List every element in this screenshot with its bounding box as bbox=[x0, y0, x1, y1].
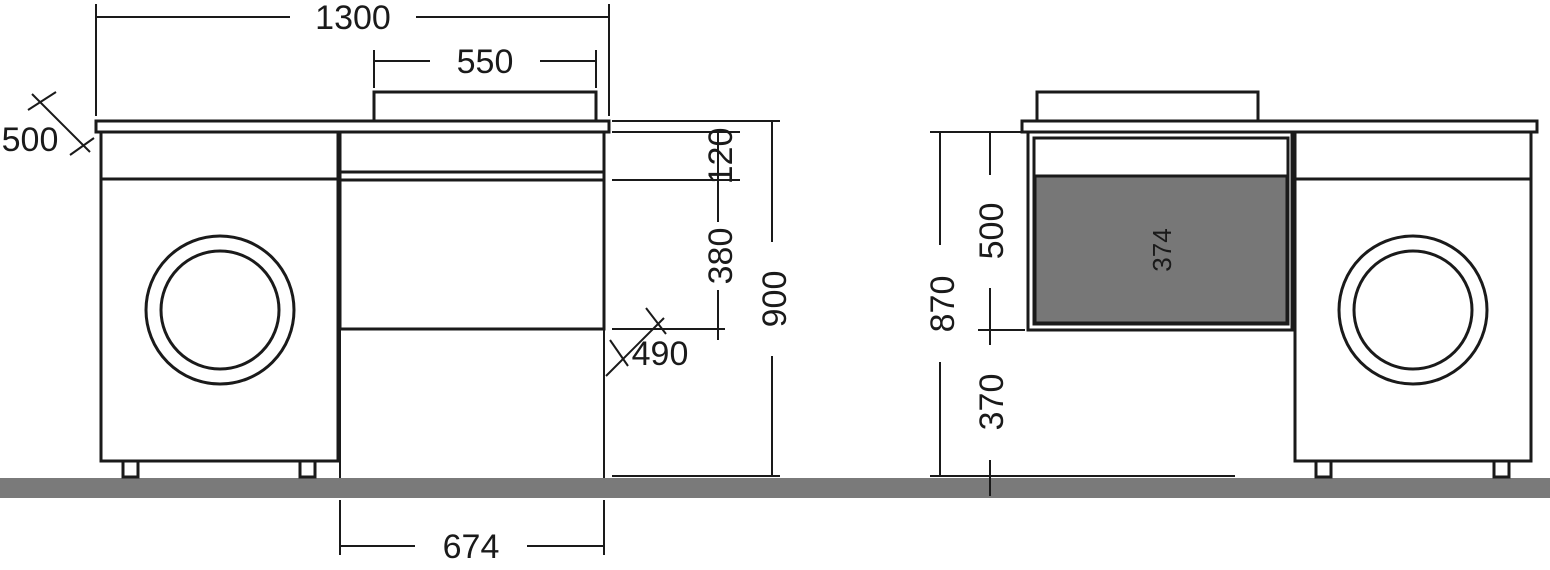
dim-side-leg-height: 370 bbox=[973, 374, 1011, 496]
side-washing-machine bbox=[1293, 130, 1533, 463]
washing-machine bbox=[99, 130, 340, 463]
washing-machine-door-outer bbox=[144, 234, 296, 386]
dim-sink-width: 550 bbox=[373, 43, 597, 88]
dim-side-drawer-height: 500 bbox=[973, 132, 1011, 345]
floor bbox=[0, 478, 1550, 498]
side-view: 374 870 500 370 bbox=[924, 90, 1539, 496]
dim-drawer-label: 380 bbox=[702, 228, 740, 285]
dim-total-width: 1300 bbox=[95, 0, 610, 116]
dim-side-drawer-height-label: 500 bbox=[973, 203, 1011, 260]
washing-machine-foot-right bbox=[298, 459, 317, 479]
dim-drawer-top-label: 120 bbox=[702, 128, 740, 185]
dim-total-width-label: 1300 bbox=[315, 0, 391, 37]
dim-drawer: 380 bbox=[702, 180, 740, 340]
side-washing-machine-door-outer bbox=[1337, 234, 1489, 386]
washing-machine-foot-left bbox=[121, 459, 140, 479]
dim-side-height: 870 bbox=[924, 132, 962, 476]
side-drawer-shaded bbox=[1033, 174, 1289, 325]
front-view: 1300 550 500 120 bbox=[2, 0, 794, 566]
side-washing-machine-foot-left bbox=[1314, 459, 1333, 479]
dim-side-height-label: 870 bbox=[924, 276, 962, 333]
side-sink-basin bbox=[1035, 90, 1260, 121]
dim-cabinet-depth: 490 bbox=[605, 307, 689, 377]
dim-inner-label: 374 bbox=[1147, 228, 1177, 271]
dim-cabinet-width: 674 bbox=[339, 500, 605, 566]
dim-depth-label: 500 bbox=[2, 121, 59, 159]
dim-total-height-label: 900 bbox=[756, 271, 794, 328]
side-cabinet bbox=[1026, 130, 1294, 332]
washing-machine-door-inner bbox=[159, 249, 281, 371]
dim-depth: 500 bbox=[2, 91, 95, 159]
dim-drawer-top: 120 bbox=[702, 128, 740, 185]
dim-side-leg-height-label: 370 bbox=[973, 374, 1011, 431]
side-washing-machine-door-inner bbox=[1352, 249, 1474, 371]
side-countertop bbox=[1020, 119, 1539, 134]
dim-cabinet-depth-label: 490 bbox=[632, 335, 689, 373]
dim-total-height: 900 bbox=[756, 121, 794, 476]
cabinet bbox=[338, 130, 606, 331]
dim-sink-width-label: 550 bbox=[457, 43, 514, 81]
sink-basin bbox=[372, 90, 598, 121]
dim-cabinet-width-label: 674 bbox=[443, 528, 500, 566]
side-washing-machine-foot-right bbox=[1492, 459, 1511, 479]
countertop bbox=[94, 119, 611, 134]
